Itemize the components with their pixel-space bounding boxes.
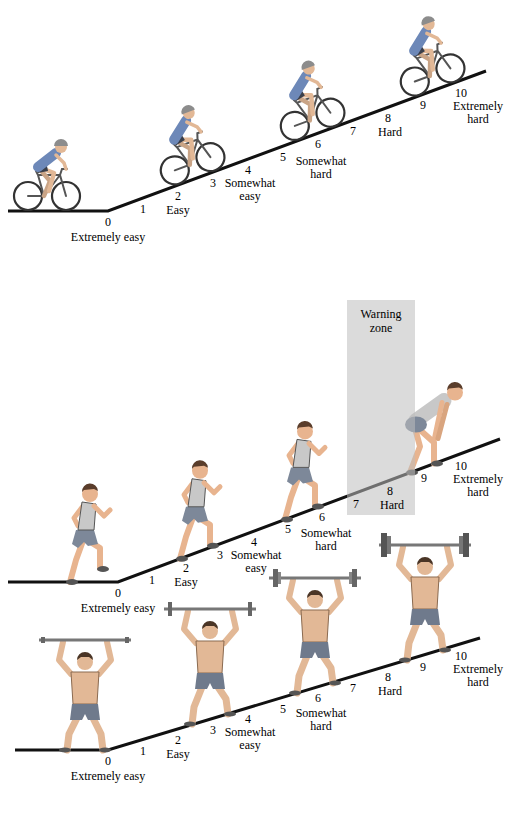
scale-descriptor: Extremely easy [73,602,163,615]
scale-number: 3 [210,177,216,190]
lifter-figure [39,637,131,753]
scale-number: 9 [420,99,426,112]
scale-descriptor: Somewhat easy [222,177,278,203]
scale-number: 2 [175,190,181,203]
scale-descriptor: Extremely hard [450,663,506,689]
scale-number: 10 [455,460,467,473]
scale-descriptor: Somewhat easy [228,549,284,575]
scale-descriptor: Hard [374,685,406,698]
scale-descriptor: Somewhat hard [293,707,349,733]
scale-descriptor: Extremely easy [63,770,153,783]
scale-number: 1 [149,574,155,587]
cyclist-figure [142,99,229,188]
scale-number: 8 [385,112,391,125]
scale-number: 9 [421,472,427,485]
warning-zone: Warning zone [347,300,415,515]
scale-number: 4 [245,164,251,177]
scale-number: 0 [115,587,121,600]
scale-number: 5 [285,523,291,536]
lifter-figure [379,533,471,663]
scale-number: 0 [105,755,111,768]
cyclist-figure [262,54,349,143]
lifter-figure [164,602,256,727]
scale-descriptor: Somewhat hard [298,527,354,553]
scale-descriptor: Somewhat hard [293,155,349,181]
scale-number: 7 [350,682,356,695]
scale-descriptor: Hard [376,499,408,512]
scale-descriptor: Easy [170,576,202,589]
runner-figure [66,483,110,585]
scale-number: 6 [319,511,325,524]
scale-number: 5 [280,703,286,716]
scale-number: 2 [175,734,181,747]
scale-number: 7 [353,498,359,511]
scale-descriptor: Extremely hard [450,100,506,126]
runner-figure [281,421,325,523]
scale-number: 7 [350,125,356,138]
scale-number: 4 [245,713,251,726]
scale-number: 2 [183,562,189,575]
scale-ramp [8,71,486,211]
scale-descriptor: Easy [162,748,194,761]
scale-number: 8 [387,485,393,498]
scale-number: 3 [210,724,216,737]
scale-number: 5 [280,151,286,164]
scale-number: 9 [420,661,426,674]
scale-number: 10 [455,650,467,663]
zone-label: Warning zone [355,308,407,336]
lifter-figure [269,569,361,696]
scale-descriptor: Hard [374,126,406,139]
scale-number: 6 [315,138,321,151]
scale-number: 3 [217,549,223,562]
scale-descriptor: Easy [162,204,194,217]
scale-number: 1 [140,745,146,758]
scale-descriptor: Extremely easy [63,231,153,244]
cyclist-figure [382,10,469,99]
scale-number: 8 [385,671,391,684]
scale-number: 0 [105,216,111,229]
scale-number: 10 [455,87,467,100]
scale-number: 4 [251,536,257,549]
scale-descriptor: Somewhat easy [222,726,278,752]
scale-descriptor: Extremely hard [450,473,506,499]
scale-number: 6 [315,692,321,705]
scale-number: 1 [140,203,146,216]
cyclist-figure [14,139,80,210]
runner-figure [176,460,220,562]
